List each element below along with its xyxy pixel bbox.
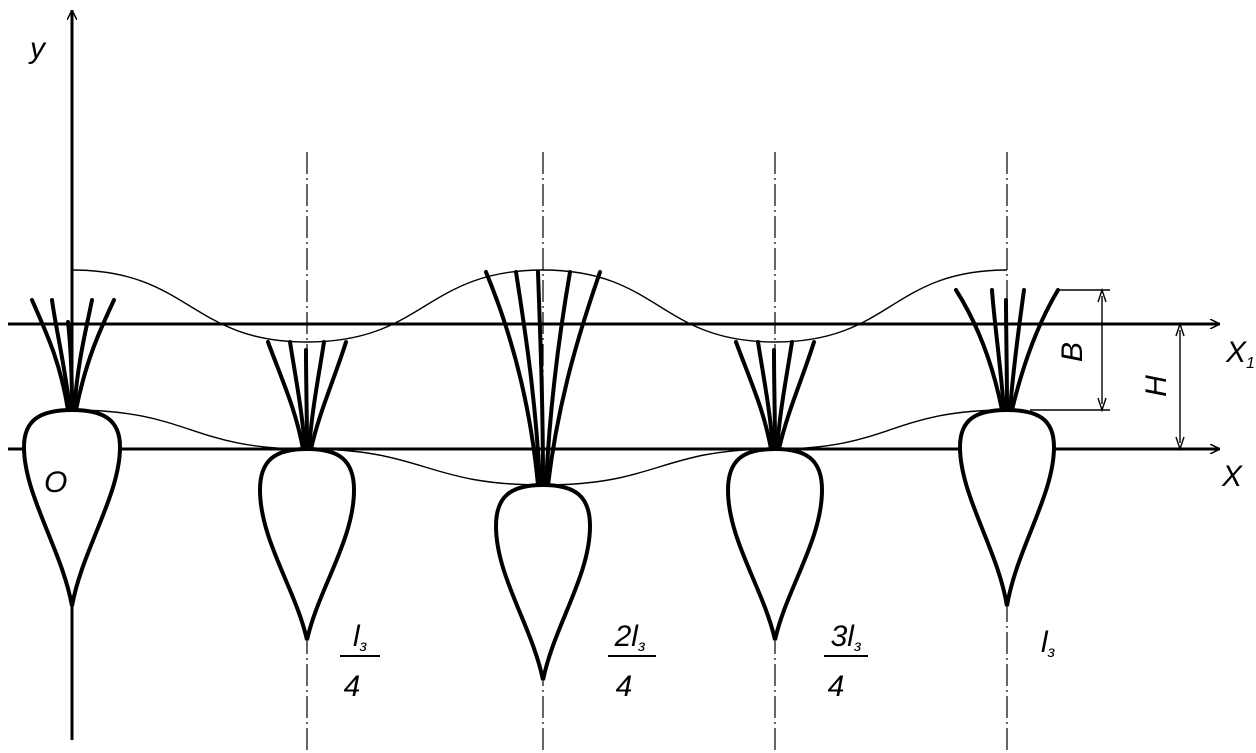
upper-envelope-curve bbox=[71, 269, 1008, 343]
beet-root-5 bbox=[954, 288, 1060, 607]
tick-label-half: 2lз 4 bbox=[608, 620, 656, 703]
dimension-h: H bbox=[1140, 321, 1185, 452]
tick-label-quarter: lз 4 bbox=[340, 620, 380, 703]
svg-text:lз: lз bbox=[1041, 626, 1055, 661]
beet-root-4 bbox=[725, 340, 825, 641]
beet-root-2 bbox=[257, 340, 357, 641]
tick-label-three-quarter: 3lз 4 bbox=[824, 620, 868, 703]
svg-text:lз: lз bbox=[353, 620, 367, 655]
b-label: B bbox=[1056, 342, 1089, 362]
y-axis-label: y bbox=[28, 32, 47, 65]
svg-text:4: 4 bbox=[828, 670, 845, 703]
beet-root-3 bbox=[484, 270, 602, 681]
svg-text:4: 4 bbox=[616, 670, 633, 703]
svg-text:2lз: 2lз bbox=[614, 620, 646, 655]
svg-text:3lз: 3lз bbox=[831, 620, 862, 655]
h-label: H bbox=[1140, 375, 1173, 397]
dimension-b: B bbox=[1030, 287, 1110, 413]
svg-text:4: 4 bbox=[344, 670, 361, 703]
x1-axis-label: X1 bbox=[1225, 336, 1255, 372]
origin-label: O bbox=[44, 466, 67, 499]
x-axis-label: X bbox=[1221, 460, 1243, 493]
tick-label-full: lз bbox=[1041, 626, 1055, 661]
beet-root-1 bbox=[21, 298, 123, 607]
